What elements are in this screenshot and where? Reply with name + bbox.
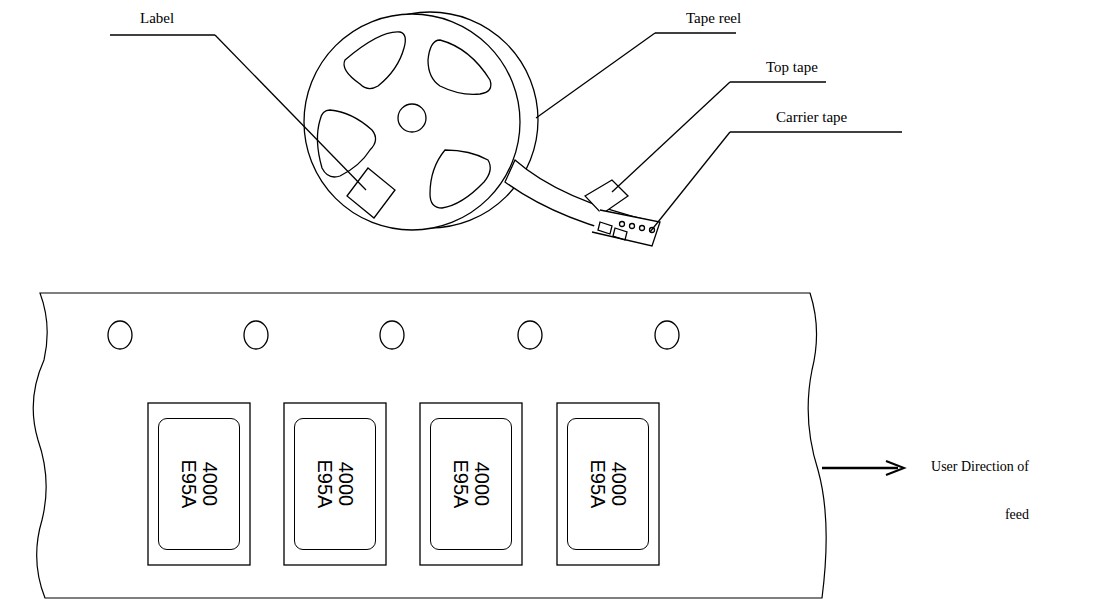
sprocket-hole	[244, 321, 268, 349]
top-tape-flap	[585, 180, 628, 214]
part-name: Top tape	[766, 58, 818, 76]
marking-text: 4000	[608, 460, 629, 509]
reel-window	[430, 150, 490, 208]
feed-arrowhead	[886, 461, 904, 475]
component-marking: 4000E95A	[314, 460, 356, 509]
component-marking: 4000E95A	[178, 460, 220, 509]
feed-direction-label: User Direction of feed	[905, 443, 1029, 539]
sprocket-hole	[380, 321, 404, 349]
part-name: Label	[140, 9, 174, 27]
reel-label-square	[347, 168, 395, 218]
sprocket-hole	[655, 321, 679, 349]
marking-text: 4000	[199, 460, 220, 509]
marking-text: E95A	[587, 460, 608, 509]
marking-text: E95A	[450, 460, 471, 509]
tape-pocket	[284, 403, 386, 565]
crystal-component: 4000E95A	[567, 418, 649, 550]
tape-pocket	[420, 403, 522, 565]
tape-pocket	[557, 403, 659, 565]
component-marking: 4000E95A	[587, 460, 629, 509]
tape-pocket	[148, 403, 250, 565]
sprocket-hole	[108, 321, 132, 349]
marking-text: 4000	[335, 460, 356, 509]
carrier-tape	[33, 293, 826, 598]
reel-window	[344, 32, 405, 89]
reel-hub	[398, 104, 426, 132]
reel-window	[428, 40, 491, 94]
crystal-component: 4000E95A	[430, 418, 512, 550]
component-marking: 4000E95A	[450, 460, 492, 509]
sprocket-hole	[518, 321, 542, 349]
marking-text: E95A	[314, 460, 335, 509]
crystal-component: 4000E95A	[294, 418, 376, 550]
reel-window	[317, 110, 375, 177]
crystal-component: 4000E95A	[158, 418, 240, 550]
feed-arrow	[822, 467, 898, 470]
marking-text: 4000	[471, 460, 492, 509]
tape-strip	[505, 160, 655, 240]
part-name: Carrier tape	[776, 108, 847, 126]
marking-text: E95A	[178, 460, 199, 509]
reel-front-flange	[304, 14, 520, 230]
part-name: Tape reel	[686, 9, 741, 27]
